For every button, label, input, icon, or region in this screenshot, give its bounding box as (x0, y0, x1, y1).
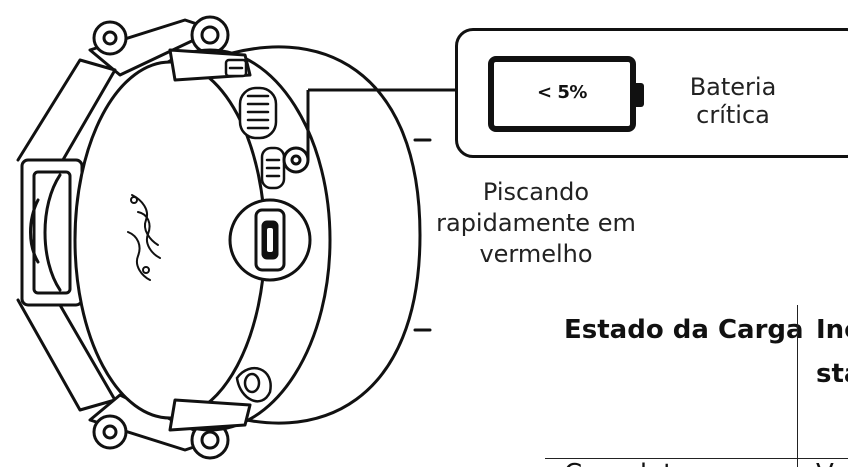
table-header-status-indicator: Inc sta (816, 308, 848, 396)
battery-status-label: Bateria crítica (668, 73, 798, 129)
table-column-divider (797, 305, 798, 467)
status-led-icon (282, 146, 310, 174)
battery-level-text: < 5% (537, 82, 587, 103)
battery-status-label-line1: Bateria (689, 73, 777, 101)
razer-logo-icon (127, 194, 161, 281)
table-header-status-indicator-line2: sta (816, 359, 848, 389)
charge-status-table: Estado da Carga Inc sta Completa Ve (545, 305, 848, 467)
battery-icon: < 5% (488, 56, 636, 132)
indicator-state-line2: rapidamente em (436, 209, 636, 237)
battery-terminal (636, 83, 644, 107)
table-row-divider (545, 458, 848, 459)
table-cell-charge-state: Completa (564, 459, 689, 467)
battery-callout: < 5% Bateria crítica (455, 28, 848, 158)
table-header-status-indicator-line1: Inc (816, 315, 848, 345)
usb-c-port-icon (228, 198, 312, 282)
table-cell-status-indicator: Ve (816, 459, 848, 467)
indicator-state-label: Piscando rapidamente em vermelho (430, 177, 642, 270)
battery-status-label-line2: crítica (696, 101, 770, 129)
indicator-state-line1: Piscando (482, 178, 590, 206)
table-header-charge-state: Estado da Carga (564, 315, 804, 345)
indicator-state-line3: vermelho (479, 240, 593, 268)
